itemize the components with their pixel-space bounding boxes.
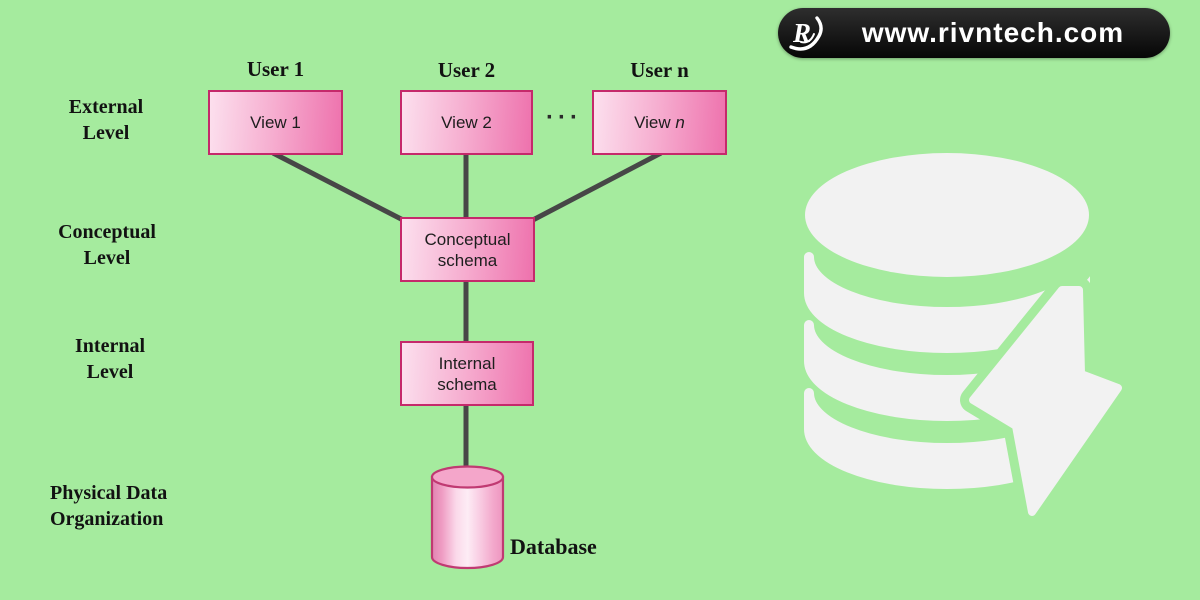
internal-level-label: Internal Level bbox=[75, 335, 145, 383]
conceptual-level-label: Conceptual Level bbox=[58, 221, 156, 269]
lightning-bolt-icon bbox=[969, 286, 1122, 516]
view-1-box: View 1 bbox=[208, 90, 343, 155]
db-icon-band-1 bbox=[804, 252, 1090, 353]
view-2-label: View 2 bbox=[441, 113, 492, 132]
db-icon-top-ellipse bbox=[805, 153, 1089, 277]
connector-view1-conceptual bbox=[271, 150, 407, 224]
database-cylinder-shape bbox=[430, 465, 505, 570]
view-2-box: View 2 bbox=[400, 90, 533, 155]
connector-lines bbox=[271, 150, 663, 473]
user-2-label: User 2 bbox=[437, 58, 496, 82]
logo-letter: R bbox=[792, 18, 811, 48]
view-1-label: View 1 bbox=[250, 113, 301, 132]
conceptual-schema-box: Conceptual schema bbox=[400, 217, 535, 282]
watermark-url: www.rivntech.com bbox=[861, 17, 1125, 48]
internal-schema-box: Internal schema bbox=[400, 341, 534, 406]
view-n-box: View n bbox=[592, 90, 727, 155]
ellipsis-dots: ··· bbox=[546, 104, 582, 131]
database-label: Database bbox=[510, 534, 597, 559]
external-level-label: External Level bbox=[68, 96, 144, 144]
connector-viewn-conceptual bbox=[529, 150, 663, 224]
watermark-badge: R www.rivntech.com bbox=[778, 8, 1170, 58]
view-n-label: View n bbox=[634, 113, 685, 132]
database-with-lightning-bolt-icon bbox=[804, 153, 1122, 516]
physical-data-organization-label: Physical Data Organization bbox=[50, 482, 168, 530]
user-1-label: User 1 bbox=[246, 57, 305, 81]
rivntech-logo-icon: R bbox=[789, 16, 823, 51]
user-n-label: User n bbox=[630, 58, 689, 82]
